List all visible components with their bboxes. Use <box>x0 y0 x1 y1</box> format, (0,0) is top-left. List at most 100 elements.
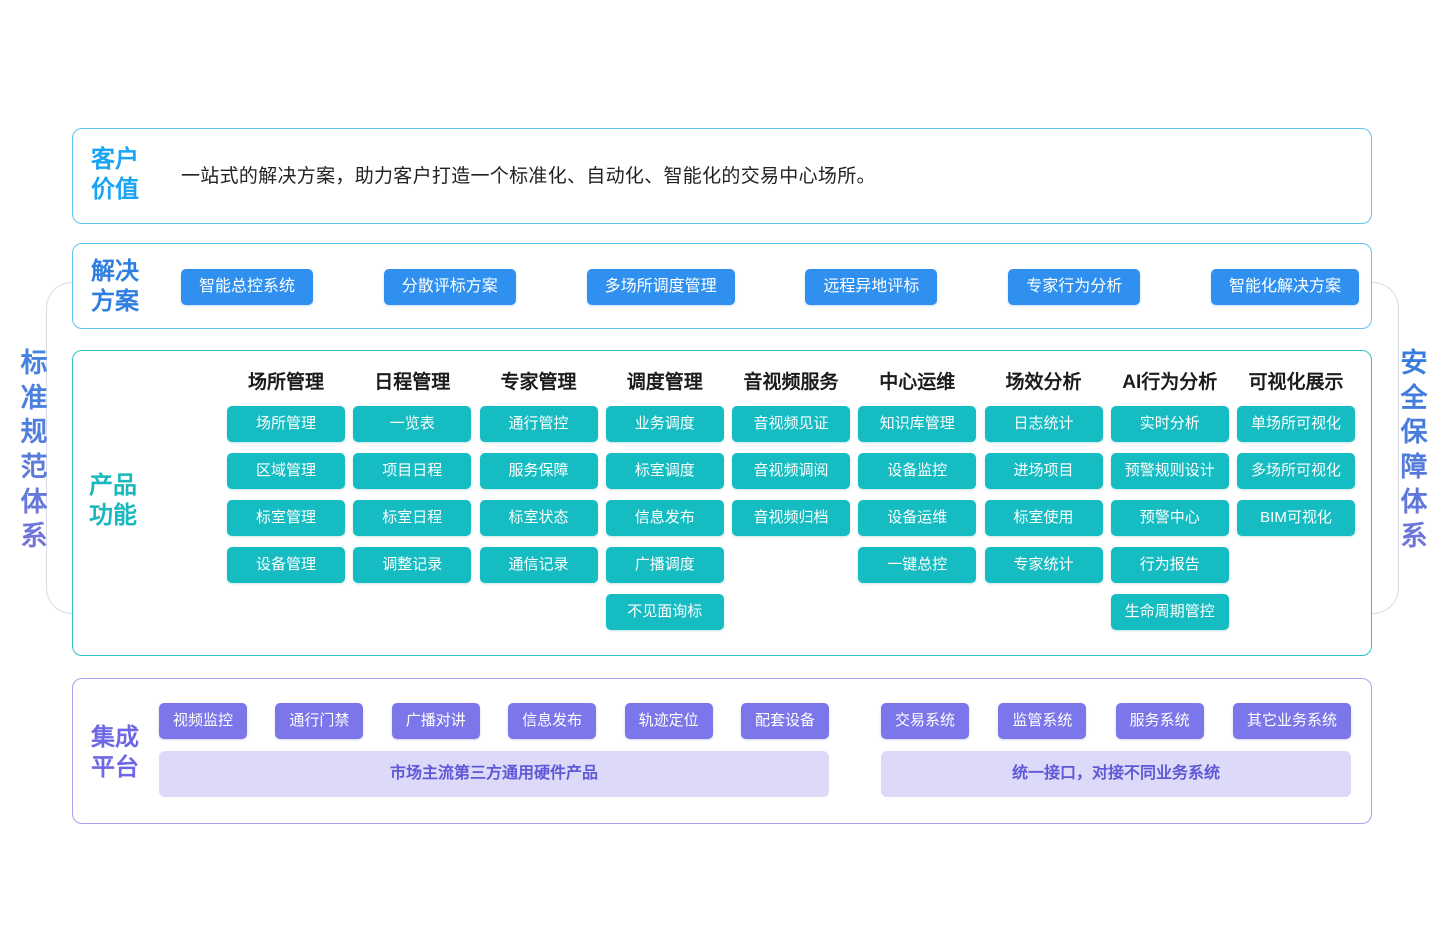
solution-panel: 解决 方案 智能总控系统 分散评标方案 多场所调度管理 远程异地评标 专家行为分析 智能化… <box>72 243 1372 329</box>
product-column-header-3: 调度管理 <box>626 372 703 393</box>
product-chip-5-1[interactable]: 设备监控 <box>858 453 977 489</box>
hardware-chip-row: 视频监控通行门禁广播对讲信息发布轨迹定位配套设备 <box>159 703 829 739</box>
customer-value-label: 客户 价值 <box>91 146 139 203</box>
integration-platform-label: 集成 平台 <box>91 724 139 781</box>
product-column-header-0: 场所管理 <box>247 372 324 393</box>
hardware-chip-2[interactable]: 广播对讲 <box>391 703 480 739</box>
business-chip-2[interactable]: 服务系统 <box>1115 703 1204 739</box>
product-chip-2-2[interactable]: 标室状态 <box>479 500 598 536</box>
product-chip-7-2[interactable]: 预警中心 <box>1110 500 1229 536</box>
product-column-header-1: 日程管理 <box>374 372 451 393</box>
product-column-0: 场所管理场所管理区域管理标室管理设备管理 <box>227 367 345 594</box>
left-rail-char-0: 标 <box>20 348 48 379</box>
product-chip-5-3[interactable]: 一键总控 <box>858 547 977 583</box>
hardware-chip-4[interactable]: 轨迹定位 <box>624 703 713 739</box>
product-chip-7-1[interactable]: 预警规则设计 <box>1110 453 1229 489</box>
product-chip-6-2[interactable]: 标室使用 <box>984 500 1103 536</box>
product-column-6: 场效分析日志统计进场项目标室使用专家统计 <box>984 367 1103 594</box>
right-rail-char-1: 全 <box>1400 382 1428 413</box>
product-chip-0-1[interactable]: 区域管理 <box>227 453 345 489</box>
product-chip-3-3[interactable]: 广播调度 <box>605 547 724 583</box>
product-function-label: 产品 功能 <box>89 472 137 529</box>
business-chip-row: 交易系统监管系统服务系统其它业务系统 <box>881 703 1351 739</box>
solution-chip-2[interactable]: 多场所调度管理 <box>586 269 735 305</box>
solution-chip-4[interactable]: 专家行为分析 <box>1008 269 1141 305</box>
product-chip-1-3[interactable]: 调整记录 <box>353 547 472 583</box>
left-rail-char-5: 系 <box>20 521 48 552</box>
hardware-group: 视频监控通行门禁广播对讲信息发布轨迹定位配套设备 市场主流第三方通用硬件产品 <box>159 703 829 797</box>
product-chip-2-3[interactable]: 通信记录 <box>479 547 598 583</box>
product-column-7: AI行为分析实时分析预警规则设计预警中心行为报告生命周期管控 <box>1110 367 1229 641</box>
product-column-header-4: 音视频服务 <box>743 372 839 393</box>
product-chip-5-0[interactable]: 知识库管理 <box>858 406 977 442</box>
product-column-4: 音视频服务音视频见证音视频调阅音视频归档 <box>732 367 850 547</box>
product-chip-2-1[interactable]: 服务保障 <box>479 453 598 489</box>
left-rail-char-3: 范 <box>20 452 48 482</box>
business-chip-0[interactable]: 交易系统 <box>881 703 970 739</box>
product-column-3: 调度管理业务调度标室调度信息发布广播调度不见面询标 <box>605 367 724 641</box>
left-rail-char-2: 规 <box>20 417 48 448</box>
solution-chip-3[interactable]: 远程异地评标 <box>805 269 938 305</box>
product-column-header-8: 可视化展示 <box>1248 372 1344 393</box>
product-column-header-7: AI行为分析 <box>1122 372 1218 393</box>
product-chip-1-2[interactable]: 标室日程 <box>353 500 472 536</box>
product-chip-4-2[interactable]: 音视频归档 <box>732 500 850 536</box>
integration-platform-panel: 集成 平台 视频监控通行门禁广播对讲信息发布轨迹定位配套设备 市场主流第三方通用… <box>72 678 1372 824</box>
left-rail-standards: 标 准 规 范 体 系 <box>8 320 60 580</box>
product-column-8: 可视化展示单场所可视化多场所可视化 BIM可视化 <box>1237 367 1355 547</box>
business-group: 交易系统监管系统服务系统其它业务系统 统一接口，对接不同业务系统 <box>881 703 1351 797</box>
hardware-chip-5[interactable]: 配套设备 <box>740 703 829 739</box>
hardware-chip-1[interactable]: 通行门禁 <box>275 703 364 739</box>
right-rail-char-3: 障 <box>1400 452 1428 482</box>
product-chip-0-2[interactable]: 标室管理 <box>227 500 345 536</box>
product-function-panel: 产品 功能 场所管理场所管理区域管理标室管理设备管理日程管理一览表项目日程标室日… <box>72 350 1372 656</box>
product-column-1: 日程管理一览表项目日程标室日程调整记录 <box>353 367 472 594</box>
product-chip-3-0[interactable]: 业务调度 <box>605 406 724 442</box>
product-chip-3-2[interactable]: 信息发布 <box>605 500 724 536</box>
right-rail-char-4: 体 <box>1400 486 1428 517</box>
product-chip-3-1[interactable]: 标室调度 <box>605 453 724 489</box>
customer-value-text: 一站式的解决方案，助力客户打造一个标准化、自动化、智能化的交易中心场所。 <box>181 166 876 187</box>
product-chip-7-4[interactable]: 生命周期管控 <box>1110 594 1229 630</box>
right-rail-security: 安 全 保 障 体 系 <box>1388 320 1440 580</box>
product-column-container: 场所管理场所管理区域管理标室管理设备管理日程管理一览表项目日程标室日程调整记录专… <box>227 367 1355 641</box>
product-chip-7-3[interactable]: 行为报告 <box>1110 547 1229 583</box>
product-chip-8-2[interactable]: BIM可视化 <box>1237 500 1355 536</box>
product-chip-8-0[interactable]: 单场所可视化 <box>1237 406 1355 442</box>
product-chip-4-0[interactable]: 音视频见证 <box>732 406 850 442</box>
solution-chip-row: 智能总控系统 分散评标方案 多场所调度管理 远程异地评标 专家行为分析 智能化解决方案 <box>181 269 1359 305</box>
product-chip-0-3[interactable]: 设备管理 <box>227 547 345 583</box>
business-chip-3[interactable]: 其它业务系统 <box>1232 703 1351 739</box>
solution-chip-1[interactable]: 分散评标方案 <box>383 269 516 305</box>
right-rail-char-2: 保 <box>1400 417 1428 448</box>
left-rail-char-4: 体 <box>20 486 48 517</box>
right-rail-char-0: 安 <box>1400 348 1428 379</box>
hardware-chip-0[interactable]: 视频监控 <box>159 703 248 739</box>
customer-value-panel: 客户 价值 一站式的解决方案，助力客户打造一个标准化、自动化、智能化的交易中心场… <box>72 128 1372 224</box>
product-chip-6-3[interactable]: 专家统计 <box>984 547 1103 583</box>
solution-label: 解决 方案 <box>91 258 139 315</box>
business-chip-1[interactable]: 监管系统 <box>998 703 1087 739</box>
product-chip-1-0[interactable]: 一览表 <box>353 406 472 442</box>
product-column-2: 专家管理通行管控服务保障标室状态通信记录 <box>479 367 598 594</box>
solution-chip-5[interactable]: 智能化解决方案 <box>1210 269 1359 305</box>
product-chip-1-1[interactable]: 项目日程 <box>353 453 472 489</box>
product-chip-8-1[interactable]: 多场所可视化 <box>1237 453 1355 489</box>
product-column-header-6: 场效分析 <box>1005 372 1082 393</box>
product-chip-4-1[interactable]: 音视频调阅 <box>732 453 850 489</box>
product-chip-7-0[interactable]: 实时分析 <box>1110 406 1229 442</box>
hardware-chip-3[interactable]: 信息发布 <box>508 703 597 739</box>
product-chip-0-0[interactable]: 场所管理 <box>227 406 345 442</box>
product-chip-6-1[interactable]: 进场项目 <box>984 453 1103 489</box>
product-chip-6-0[interactable]: 日志统计 <box>984 406 1103 442</box>
product-chip-3-4[interactable]: 不见面询标 <box>605 594 724 630</box>
business-summary-bar: 统一接口，对接不同业务系统 <box>881 751 1351 797</box>
product-column-header-5: 中心运维 <box>879 372 956 393</box>
hardware-summary-bar: 市场主流第三方通用硬件产品 <box>159 751 829 797</box>
solution-chip-0[interactable]: 智能总控系统 <box>181 269 314 305</box>
product-column-5: 中心运维知识库管理设备监控设备运维一键总控 <box>858 367 977 594</box>
product-chip-2-0[interactable]: 通行管控 <box>479 406 598 442</box>
right-rail-char-5: 系 <box>1400 521 1428 552</box>
product-chip-5-2[interactable]: 设备运维 <box>858 500 977 536</box>
